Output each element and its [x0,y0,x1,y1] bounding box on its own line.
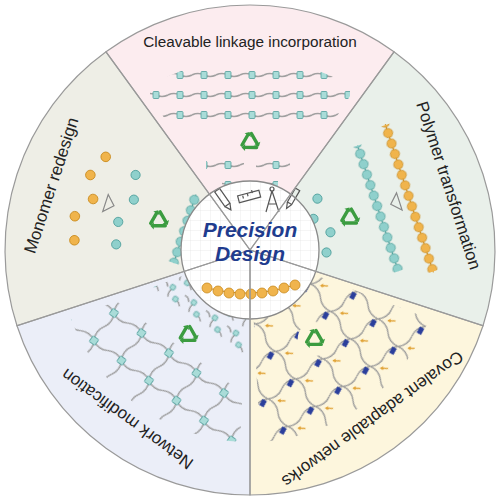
center-circle: Precision Design [180,180,320,320]
center-title: Precision Design [195,218,305,266]
sector-label: Cleavable linkage incorporation [143,33,356,51]
sector-label: Polymer transformation [411,99,485,272]
sector-label: Monomer redesign [21,115,84,256]
sector-label: Covalent adaptable networks [278,346,467,491]
sector-label: Network modification [58,364,198,473]
